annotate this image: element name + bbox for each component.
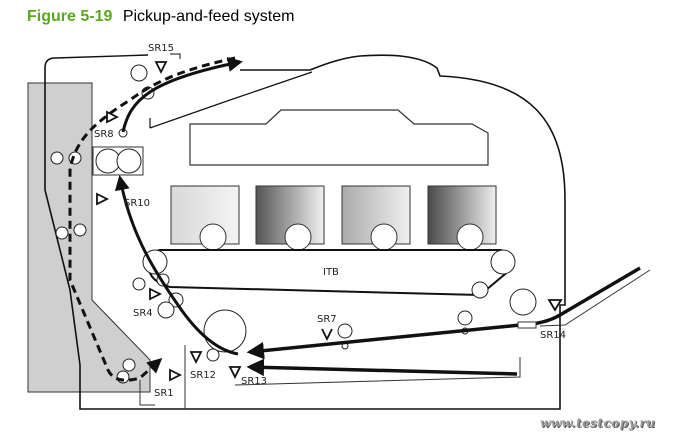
sensor-sr10-icon [96, 192, 110, 206]
duplex-paper-path [68, 56, 236, 382]
watermark: www.testcopy.ru [540, 416, 656, 430]
sensor-sr4-icon [149, 287, 163, 301]
toner-cartridges [170, 185, 497, 259]
main-paper-path [114, 175, 239, 356]
tray2-path [246, 358, 518, 377]
sensor-sr15-icon [154, 61, 168, 75]
sensor-sr14-icon [547, 299, 563, 312]
label-sr4: SR4 [133, 308, 153, 319]
sensor-sr1-icon [169, 368, 183, 382]
figure-title: Pickup-and-feed system [122, 8, 295, 25]
figure-number: Figure 5-19 [27, 8, 113, 25]
sensor-sr13-icon [228, 366, 242, 380]
figure-caption: Figure 5-19 Pickup-and-feed system [27, 8, 294, 26]
output-tray [149, 71, 313, 129]
label-sr12: SR12 [190, 370, 216, 381]
label-sr13: SR13 [241, 376, 267, 387]
label-sr7: SR7 [317, 314, 337, 325]
label-sr1: SR1 [154, 388, 174, 399]
sensor-sr7-icon [321, 328, 333, 342]
sensor-icons [96, 61, 563, 382]
label-sr14: SR14 [540, 330, 566, 341]
label-sr8: SR8 [94, 129, 114, 140]
printer-frame [44, 54, 566, 410]
itb-label: ITB [323, 267, 339, 278]
laser-scanner [189, 109, 489, 166]
label-sr15: SR15 [148, 43, 174, 54]
label-sr10: SR10 [124, 198, 150, 209]
sensor-sr8-icon [106, 110, 120, 124]
duplex-door-panel [27, 82, 151, 393]
sensor-sr12-icon [189, 351, 203, 365]
